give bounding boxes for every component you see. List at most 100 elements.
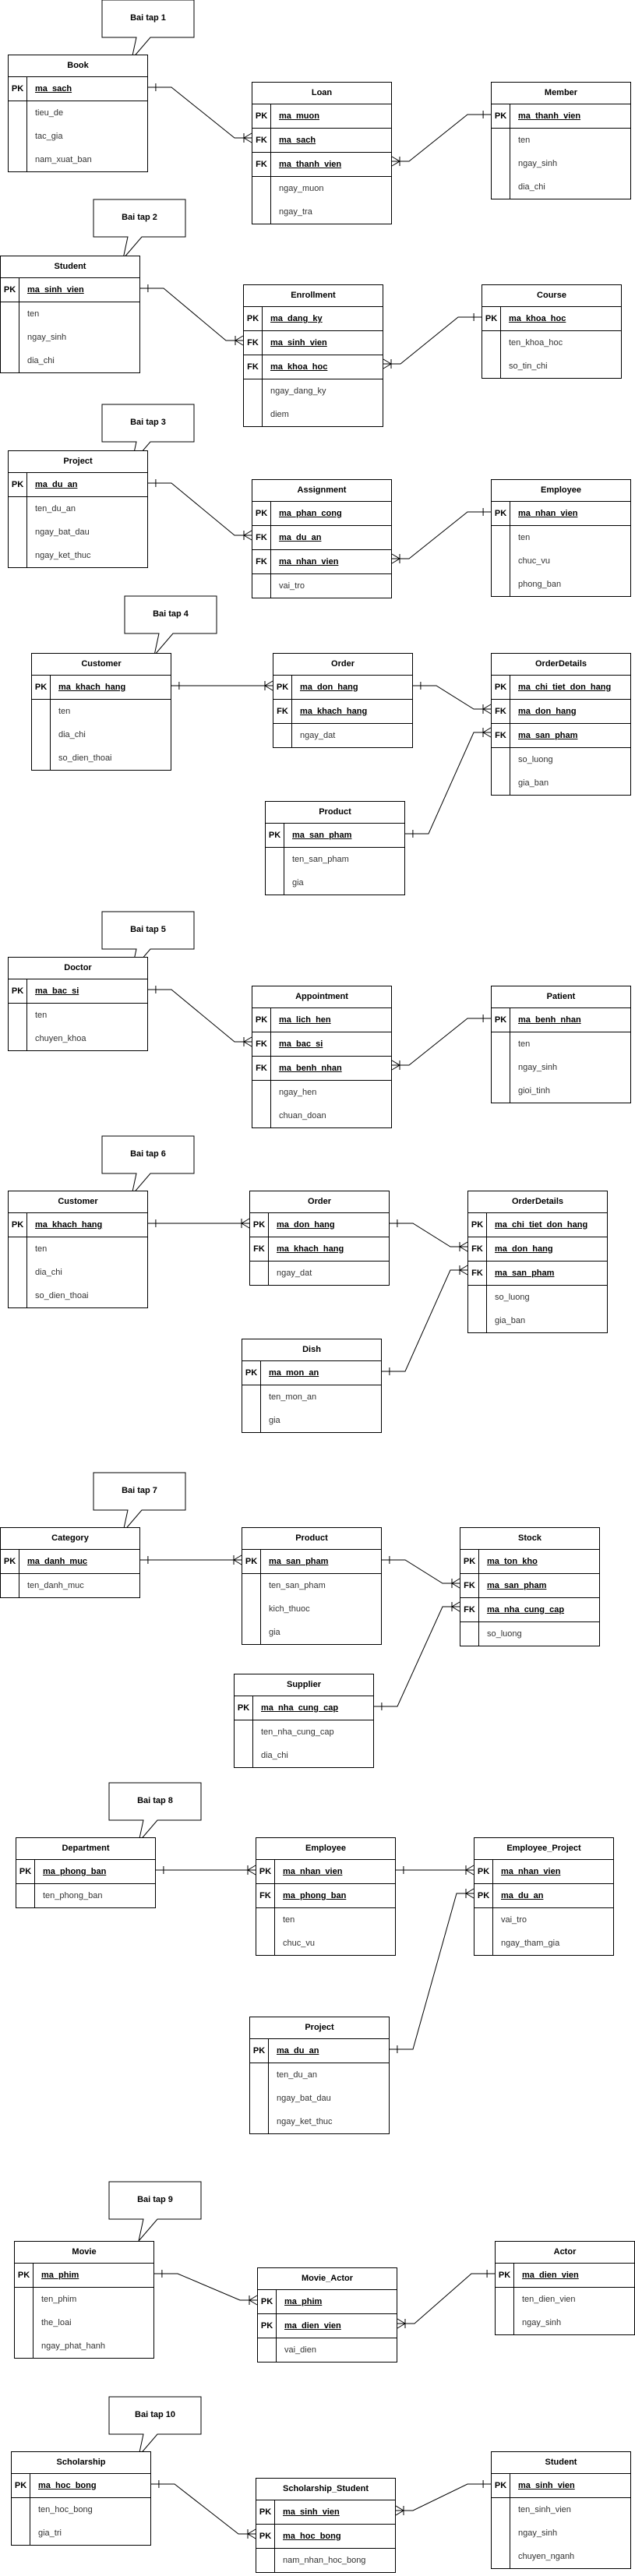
field-attribute: ten_hoc_bong <box>12 2498 150 2521</box>
field-name: ten <box>518 533 531 542</box>
many-cardinality-mark <box>459 1265 468 1276</box>
field-attribute: ten <box>1 302 139 326</box>
field-attribute: nam_xuat_ban <box>9 148 147 171</box>
field-attribute: ten <box>492 1032 630 1056</box>
field-name: dia_chi <box>35 1268 62 1277</box>
field-attribute: the_loai <box>15 2311 153 2334</box>
many-cardinality-mark <box>383 358 392 369</box>
field-name: vai_tro <box>279 581 305 591</box>
field-attribute: ten <box>256 1908 395 1932</box>
entity-title: Doctor <box>9 958 147 979</box>
field-name: ma_sinh_vien <box>283 2507 340 2517</box>
relationship-line <box>396 2483 491 2511</box>
field-attribute: gia_ban <box>492 771 630 795</box>
exercise-label: Bai tap 9 <box>137 2195 173 2204</box>
field-attribute: ngay_ket_thuc <box>9 544 147 567</box>
key-marker: PK <box>474 1860 493 1883</box>
key-marker <box>16 1884 35 1907</box>
key-marker <box>242 1597 261 1621</box>
many-cardinality-mark <box>391 553 400 564</box>
many-cardinality-mark <box>247 2528 256 2539</box>
entity-title: Student <box>1 256 139 278</box>
field-attribute: ten_phong_ban <box>16 1884 155 1907</box>
key-marker: PK <box>492 676 510 699</box>
field-attribute: ngay_sinh <box>492 152 630 175</box>
key-marker <box>12 2498 30 2521</box>
field-attribute: so_luong <box>460 1622 599 1646</box>
field-attribute: dia_chi <box>1 349 139 372</box>
exercise-label: Bai tap 10 <box>135 2410 175 2419</box>
entity-title: Customer <box>9 1191 147 1213</box>
field-name: the_loai <box>41 2318 72 2327</box>
key-marker <box>492 748 510 771</box>
key-marker <box>9 497 27 520</box>
field-name: ma_thanh_vien <box>279 160 342 169</box>
entity-title: Dish <box>242 1339 381 1361</box>
key-marker: PK <box>32 676 51 699</box>
key-marker <box>250 1262 269 1285</box>
key-marker <box>32 723 51 746</box>
field-attribute: so_luong <box>468 1286 607 1309</box>
field-attribute: ngay_ket_thuc <box>250 2110 389 2133</box>
field-name: ten_hoc_bong <box>38 2505 93 2514</box>
field-name: ten <box>518 136 531 145</box>
field-name: ma_khach_hang <box>277 1244 344 1254</box>
entity-title: Supplier <box>235 1674 373 1696</box>
key-marker <box>242 1621 261 1644</box>
field-attribute: ngay_tham_gia <box>474 1932 613 1955</box>
field-attribute: ten_khoa_hoc <box>482 331 621 355</box>
key-marker: PK <box>250 2039 269 2063</box>
field-name: ma_sach <box>279 136 316 145</box>
key-marker <box>1 326 19 349</box>
field-attribute: chuc_vu <box>492 549 630 573</box>
field-attribute: gia_tri <box>12 2521 150 2545</box>
field-name: ma_phong_ban <box>43 1867 107 1876</box>
key-marker: FK <box>460 1574 479 1597</box>
field-name: ten <box>58 707 71 716</box>
